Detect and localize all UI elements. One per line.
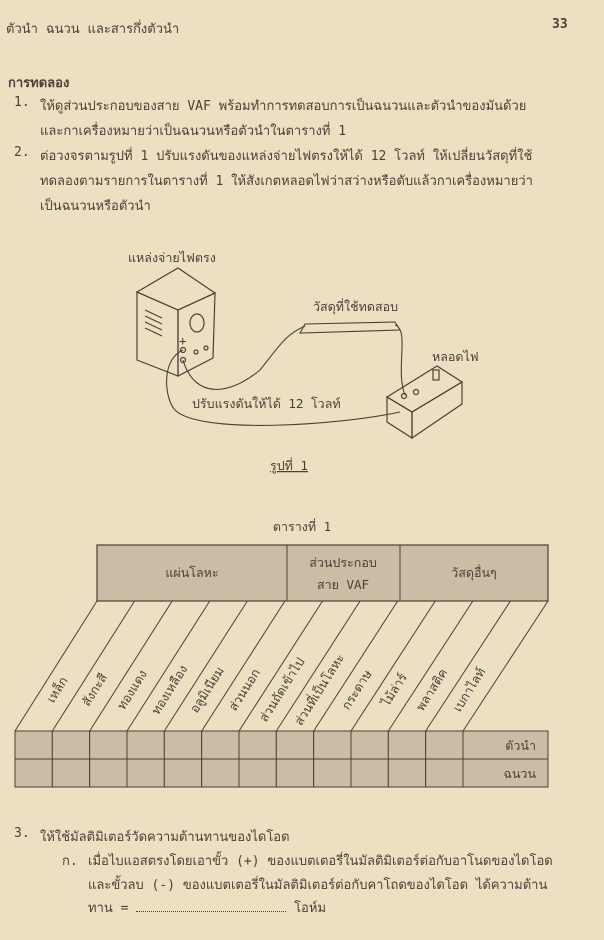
diagonal-line bbox=[313, 600, 399, 732]
lamp-bulb-icon bbox=[432, 369, 440, 381]
result-cell[interactable] bbox=[89, 730, 128, 760]
result-cell[interactable] bbox=[238, 758, 277, 788]
lamp-box-drawing bbox=[385, 365, 464, 440]
result-cell[interactable] bbox=[387, 730, 427, 760]
result-cell[interactable] bbox=[387, 758, 427, 788]
result-cell[interactable] bbox=[14, 758, 53, 788]
answer-line: ทาน = โอห์ม bbox=[88, 897, 326, 918]
result-cell[interactable] bbox=[14, 730, 53, 760]
answer-blank[interactable] bbox=[136, 911, 287, 912]
item-header-label: พลาสติค bbox=[413, 666, 451, 714]
table-header: แผ่นโลหะ ส่วนประกอบ สาย VAF วัสดุอื่นๆ bbox=[96, 544, 549, 602]
item-header-label: ทองเหลือง bbox=[148, 662, 190, 717]
diagonal-line bbox=[51, 600, 136, 732]
diagonal-line bbox=[89, 600, 173, 732]
result-cell[interactable] bbox=[163, 758, 203, 788]
diagonal-line bbox=[238, 600, 323, 732]
step-2-line: ทดลองตามรายการในตารางที่ 1 ให้สังเกตหลอด… bbox=[40, 174, 533, 189]
diagonal-line bbox=[387, 600, 474, 732]
row-label-cell bbox=[462, 758, 549, 788]
diagonal-line bbox=[126, 600, 211, 732]
result-cell[interactable] bbox=[275, 730, 315, 760]
diagonal-line bbox=[163, 600, 248, 732]
result-cell[interactable] bbox=[313, 758, 352, 788]
group-metal-sheets: แผ่นโลหะ bbox=[165, 565, 218, 580]
result-cell[interactable] bbox=[163, 730, 203, 760]
answer-unit: โอห์ม bbox=[294, 901, 327, 916]
plus-sign: + bbox=[179, 333, 187, 348]
result-cell[interactable] bbox=[201, 730, 240, 760]
result-cell[interactable] bbox=[425, 730, 464, 760]
result-cell[interactable] bbox=[313, 730, 352, 760]
power-supply-dial bbox=[189, 313, 205, 333]
result-cell[interactable] bbox=[89, 758, 128, 788]
page-number: 33 bbox=[552, 17, 568, 32]
label-test-material: วัสดุที่ใช้ทดสอบ bbox=[313, 298, 398, 315]
power-supply-front bbox=[177, 292, 216, 377]
diagonal-item-headers: เหล็ก สังกะสีทองแดงทองเหลืองอลูมิเนียมส่ว… bbox=[14, 600, 549, 732]
group-other-materials: วัสดุอื่นๆ bbox=[451, 564, 497, 581]
result-cell[interactable] bbox=[238, 730, 277, 760]
substep-line: และขั้วลบ (-) ของแบตเตอรี่ในมัลติมิเตอร์… bbox=[88, 878, 548, 893]
wire-to-material bbox=[182, 325, 306, 390]
diagonal-line bbox=[275, 600, 361, 732]
section-title: การทดลอง bbox=[8, 76, 70, 91]
result-cell[interactable] bbox=[425, 758, 464, 788]
row-label: ฉนวน bbox=[503, 766, 536, 781]
label-power-supply: แหล่งจ่ายไฟตรง bbox=[128, 250, 216, 265]
result-cell[interactable] bbox=[350, 758, 389, 788]
step-1-line: ให้ดูส่วนประกอบของสาย VAF พร้อมทำการทดสอ… bbox=[40, 99, 527, 114]
step-2-number: 2. bbox=[14, 145, 30, 160]
result-cell[interactable] bbox=[126, 758, 165, 788]
item-header-label: ทองแดง bbox=[114, 667, 150, 712]
group-vaf-components: ส่วนประกอบ bbox=[309, 555, 377, 570]
result-cell[interactable] bbox=[350, 730, 389, 760]
diagonal-line bbox=[462, 600, 549, 732]
diagonal-line bbox=[201, 600, 286, 732]
step-1-line: และกาเครื่องหมายว่าเป็นฉนวนหรือตัวนำในตา… bbox=[40, 124, 347, 139]
item-header-label: เบกาไลท์ bbox=[450, 665, 489, 714]
label-adjust-voltage: ปรับแรงดันให้ได้ 12 โวลท์ bbox=[192, 396, 341, 411]
item-header-label: เหล็ก bbox=[43, 674, 70, 705]
item-header-label: ส่วนนอก bbox=[225, 666, 263, 714]
item-header-label: สังกะสี bbox=[79, 670, 111, 708]
result-cell[interactable] bbox=[201, 758, 240, 788]
row-label-cell bbox=[462, 730, 549, 760]
running-header-title: ตัวนำ ฉนวน และสารกึ่งตัวนำ bbox=[6, 22, 180, 37]
wire-to-lamp bbox=[394, 324, 406, 396]
step-1-number: 1. bbox=[14, 95, 30, 110]
power-supply-drawing bbox=[135, 267, 217, 377]
substep-number: ก. bbox=[62, 854, 78, 869]
step-3-line: ให้ใช้มัลติมิเตอร์วัดความต้านทานของไดโอด bbox=[40, 830, 290, 845]
substep-line: เมื่อไบแอสตรงโดยเอาขั้ว (+) ของแบตเตอรี่… bbox=[88, 854, 553, 869]
wire-return bbox=[166, 349, 401, 426]
item-header-label: กระดาษ bbox=[338, 667, 374, 713]
item-header-label: อลูมิเนียม bbox=[187, 664, 228, 716]
table-caption: ตารางที่ 1 bbox=[273, 518, 331, 534]
diagonal-line bbox=[14, 600, 98, 732]
figure-caption: รูปที่ 1 bbox=[270, 457, 308, 474]
result-cell[interactable] bbox=[51, 730, 91, 760]
result-cell[interactable] bbox=[51, 758, 91, 788]
item-header-label: ไม้ล่าร์ bbox=[378, 670, 411, 709]
step-2-line: ต่อวงจรตามรูปที่ 1 ปรับแรงดันของแหล่งจ่า… bbox=[40, 149, 533, 164]
test-material-drawing bbox=[299, 321, 401, 334]
step-2-line: เป็นฉนวนหรือตัวนำ bbox=[40, 199, 151, 214]
group-vaf-components-line2: สาย VAF bbox=[317, 577, 369, 592]
step-3-number: 3. bbox=[14, 826, 30, 841]
diagonal-line bbox=[350, 600, 436, 732]
result-cell[interactable] bbox=[275, 758, 315, 788]
row-label: ตัวนำ bbox=[505, 738, 536, 753]
result-cell[interactable] bbox=[126, 730, 165, 760]
diagonal-line bbox=[425, 600, 511, 732]
answer-prefix: ทาน = bbox=[88, 901, 129, 916]
label-lamp: หลอดไฟ bbox=[432, 349, 479, 364]
power-supply-top bbox=[135, 267, 217, 311]
